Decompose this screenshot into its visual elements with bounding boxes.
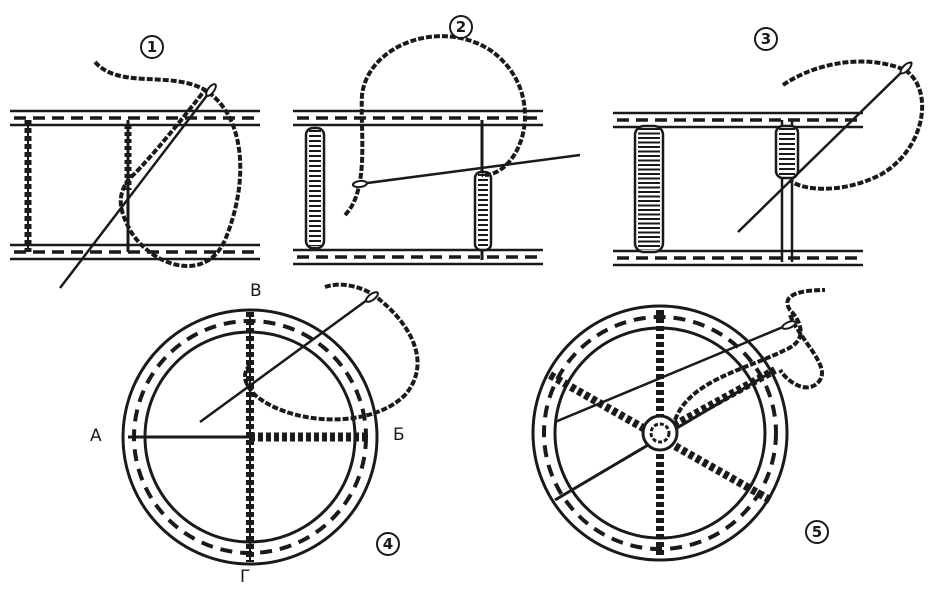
step-number-2: 2 <box>449 15 473 39</box>
point-label-g: Г <box>240 569 250 586</box>
panel-1 <box>10 62 260 288</box>
center-knot <box>643 416 677 450</box>
step-number-1: 1 <box>140 35 164 59</box>
frame-top-strip <box>293 111 543 125</box>
thread-icon <box>783 62 922 189</box>
thread-icon <box>675 290 825 420</box>
needle-icon <box>352 155 580 185</box>
step-number-3: 3 <box>754 27 778 51</box>
panel-5 <box>533 290 825 560</box>
step-number-4: 4 <box>376 532 400 556</box>
step-number-5: 5 <box>805 520 829 544</box>
thread-icon <box>95 62 240 266</box>
needle-icon <box>738 62 912 232</box>
point-label-b: Б <box>393 427 405 444</box>
point-label-a: А <box>90 428 102 445</box>
panel-3 <box>613 61 922 265</box>
frame-bottom-strip <box>10 245 260 259</box>
point-label-v: В <box>250 283 262 300</box>
frame-bottom-strip <box>293 250 543 264</box>
panel-4 <box>123 285 418 564</box>
frame-top-strip <box>10 111 260 125</box>
panel-2 <box>293 36 580 264</box>
needle-icon <box>60 85 215 288</box>
thread-icon <box>245 285 418 420</box>
